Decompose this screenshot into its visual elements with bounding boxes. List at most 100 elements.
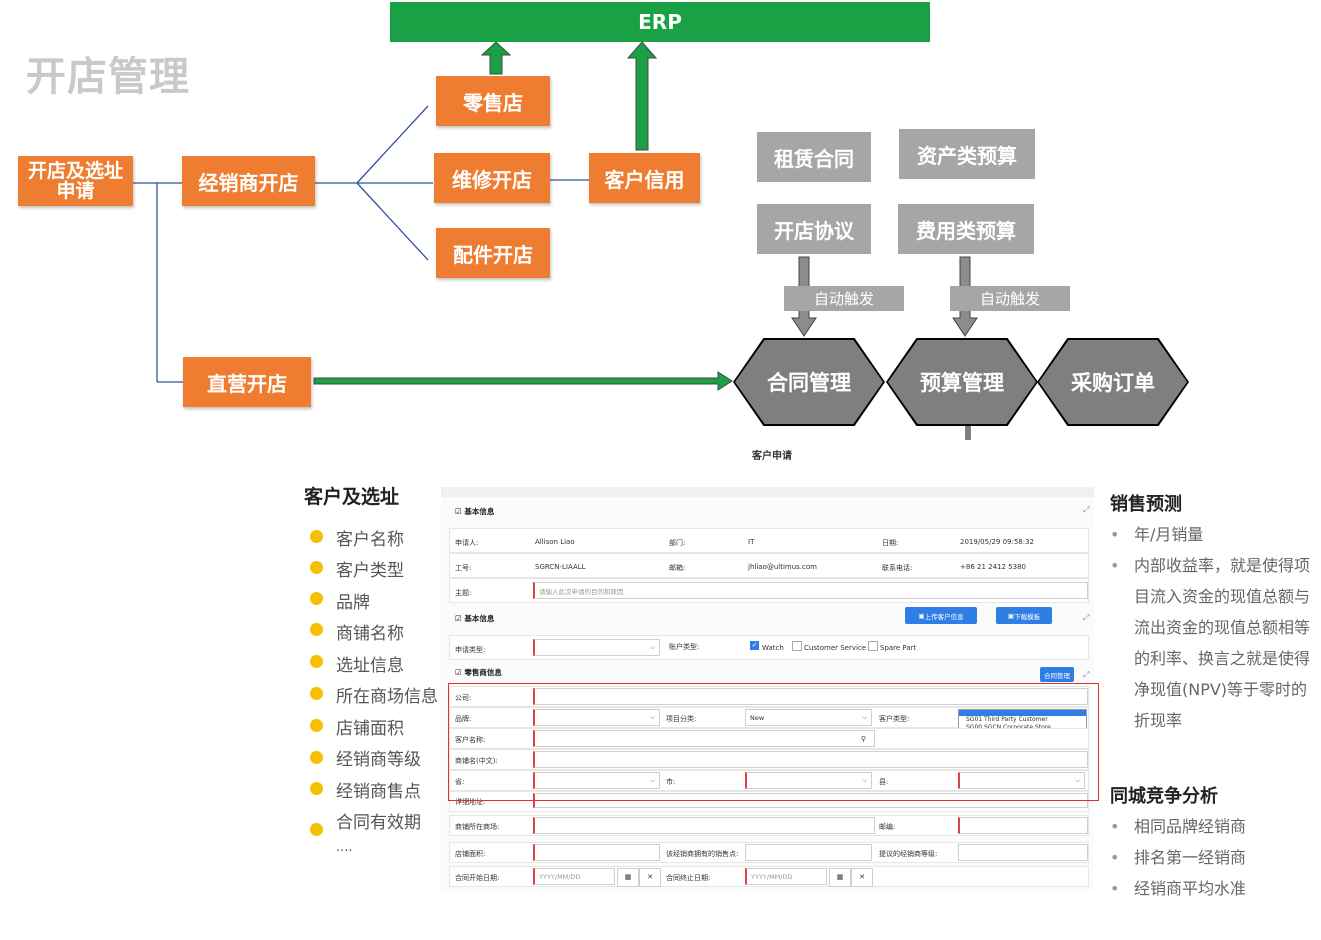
calendar-icon[interactable]: ▦ (829, 868, 851, 887)
project-type-select[interactable]: New ⌵ (745, 709, 872, 726)
brand-select[interactable]: ⌵ (533, 709, 660, 726)
start-date-input[interactable]: YYYY/MM/DD (533, 868, 615, 885)
bullet-dot (310, 530, 323, 543)
bullet-dot (310, 655, 323, 668)
id-value: SGRCN-LIAALL (535, 563, 586, 571)
dealer-level-label: 提议的经销商等级: (879, 850, 938, 858)
expand-icon[interactable]: ⤢ (1083, 505, 1090, 514)
province-select[interactable]: ⌵ (533, 772, 660, 789)
competition-item-text: 经销商平均水准 (1134, 879, 1247, 898)
spare-part-checkbox[interactable] (868, 641, 878, 651)
phone-value: +86 21 2412 5380 (960, 563, 1026, 571)
form-topbar (441, 487, 1094, 497)
county-select[interactable]: ⌵ (958, 772, 1085, 789)
customer-service-label: Customer Service (804, 644, 867, 652)
county-label: 县: (879, 778, 889, 786)
mail-label: 邮箱: (669, 564, 686, 572)
chevron-down-icon: ⌵ (650, 643, 655, 651)
bullet-dot (310, 687, 323, 700)
mail-value: jhliao@ultimus.com (748, 563, 817, 571)
applicant-value: Allison Liao (535, 538, 575, 546)
apply-type-label: 申请类型: (455, 646, 486, 654)
dealer-level-input[interactable] (958, 844, 1088, 861)
company-input[interactable] (533, 688, 1088, 705)
parts-box: 配件开店 (436, 228, 550, 278)
list-item: 经销商售点 (336, 782, 421, 802)
city-label: 市: (666, 778, 676, 786)
watch-label: Watch (762, 644, 784, 652)
erp-bar: ERP (390, 2, 930, 42)
hex-budget: 预算管理 (888, 340, 1036, 424)
list-item: 经销商等级 (336, 750, 421, 770)
trigger-label-1: 自动触发 (784, 286, 904, 311)
apply-type-select[interactable]: ⌵ (533, 639, 660, 656)
dealer-points-input[interactable] (745, 844, 872, 861)
list-item: 店铺面积 (336, 719, 404, 739)
bullet-mark: • (1110, 817, 1120, 836)
bullet-mark: • (1110, 525, 1120, 544)
project-type-value: New (750, 713, 765, 722)
bullet-dot (310, 561, 323, 574)
search-icon[interactable]: ⚲ (860, 734, 866, 743)
bullet-dot (310, 592, 323, 605)
page-title: 开店管理 (26, 54, 190, 100)
sales-item: •内部收益率，就是使得项目流入资金的现值总额与流出资金的现值总额相等的利率、换言… (1110, 550, 1315, 736)
clear-icon[interactable]: ✕ (851, 868, 873, 887)
chevron-down-icon: ⌵ (650, 776, 655, 784)
end-date-input[interactable]: YYYY/MM/DD (745, 868, 827, 885)
download-template-button[interactable]: ▣ 下载模板 (996, 607, 1052, 624)
competition-item: •相同品牌经销商 (1110, 811, 1315, 842)
contract-manage-button[interactable]: 合同管理 (1040, 667, 1074, 682)
area-label: 店铺面积: (455, 850, 486, 858)
mall-label: 商铺所在商场: (455, 823, 500, 831)
bullet-dot (310, 823, 323, 836)
province-label: 省: (455, 778, 465, 786)
upload-customer-button[interactable]: ▣ 上传客户信息 (905, 607, 977, 624)
list-more: .... (336, 840, 353, 855)
customer-name-input[interactable]: ⚲ (533, 730, 875, 747)
date-label: 日期: (882, 539, 899, 547)
area-input[interactable] (533, 844, 660, 861)
calendar-icon[interactable]: ▦ (617, 868, 639, 887)
asset-budget-box: 资产类预算 (899, 129, 1035, 179)
chevron-down-icon: ⌵ (1075, 776, 1080, 784)
upload-label: 上传客户信息 (924, 612, 964, 621)
subject-label: 主题: (455, 589, 472, 597)
mall-input[interactable] (533, 817, 875, 834)
chevron-down-icon: ⌵ (862, 776, 867, 784)
id-label: 工号: (455, 564, 472, 572)
zip-label: 邮编: (879, 823, 896, 831)
city-select[interactable]: ⌵ (745, 772, 872, 789)
shop-name-input[interactable] (533, 751, 1088, 768)
clear-icon[interactable]: ✕ (639, 868, 661, 887)
bullet-dot (310, 782, 323, 795)
file-icon: ▣ (1007, 611, 1015, 620)
highlight-frame (448, 683, 1099, 801)
customer-name-label: 客户名称: (455, 736, 486, 744)
customer-service-checkbox[interactable] (792, 641, 802, 651)
expand-icon[interactable]: ⤢ (1083, 670, 1090, 679)
start-date-label: 合同开始日期: (455, 874, 500, 882)
spare-part-label: Spare Part (880, 644, 917, 652)
account-type-label: 账户类型: (669, 643, 700, 651)
dropdown-option[interactable]: SG01 Third Party Customer (966, 716, 1048, 723)
watch-checkbox[interactable]: ✓ (750, 641, 759, 650)
left-heading: 客户及选址 (304, 486, 400, 508)
section-retailer-info: ☑ 零售商信息 (455, 667, 502, 678)
dropdown-option[interactable]: SG00 SGCN Corporate Store (959, 724, 1086, 732)
subject-input[interactable]: 请输入此次申请的目的和原因 (533, 582, 1088, 599)
zip-input[interactable] (958, 817, 1088, 834)
dropdown-highlight (959, 710, 1086, 716)
chevron-down-icon: ⌵ (862, 713, 867, 721)
sales-list: •年/月销量 •内部收益率，就是使得项目流入资金的现值总额与流出资金的现值总额相… (1110, 519, 1315, 736)
company-label: 公司: (455, 694, 472, 702)
expense-budget-box: 费用类预算 (898, 204, 1034, 254)
list-item: 客户名称 (336, 530, 404, 550)
bullet-mark: • (1110, 556, 1120, 575)
phone-label: 联系电话: (882, 564, 913, 572)
section-basic-info-2: ☑ 基本信息 (455, 613, 494, 624)
expand-icon[interactable]: ⤢ (1083, 613, 1090, 622)
project-type-label: 项目分类: (666, 715, 697, 723)
list-item: 商铺名称 (336, 624, 404, 644)
info-row-2 (449, 553, 1089, 578)
